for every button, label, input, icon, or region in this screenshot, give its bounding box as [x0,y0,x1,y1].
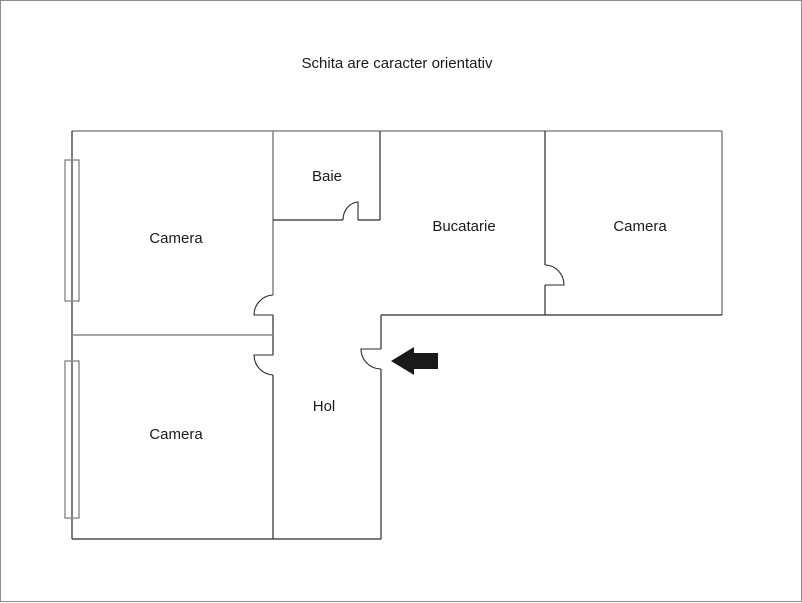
door-camera-top-left [253,294,274,316]
interior-walls [72,131,546,539]
window-camera-top-left [64,159,80,302]
room-label-baie: Baie [312,168,342,185]
room-label-camera-right: Camera [613,218,667,235]
entrance-arrow-icon [391,347,438,375]
room-label-camera-top-left: Camera [149,230,203,247]
door-camera-right [544,264,565,286]
window-camera-bottom-left [64,360,80,519]
door-baie [342,201,359,221]
door-camera-bottom-left [253,354,274,376]
room-label-camera-bottom-left: Camera [149,426,203,443]
plan-title: Schita are caracter orientativ [302,55,493,72]
room-label-hol: Hol [313,398,336,415]
door-entrance [360,348,382,370]
room-label-bucatarie: Bucatarie [432,218,495,235]
